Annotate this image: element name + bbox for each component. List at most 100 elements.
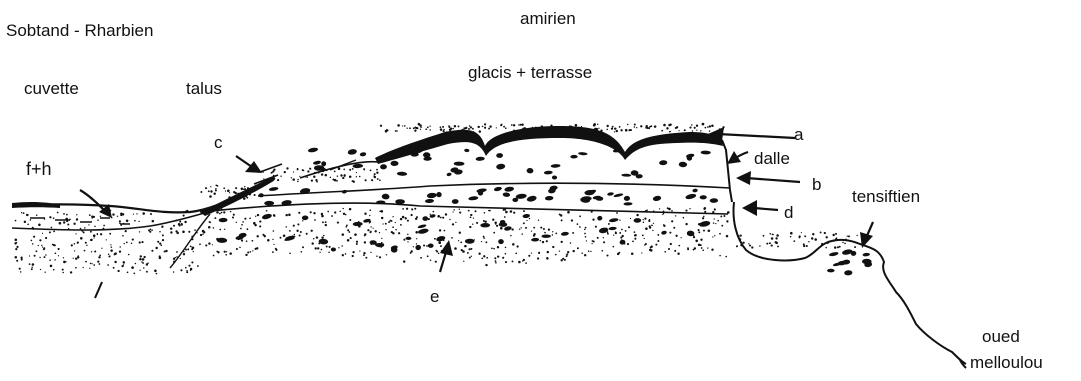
stipple-dot [223, 211, 225, 213]
stipple-dot [475, 210, 477, 212]
stipple-dot [227, 190, 230, 193]
stipple-dot [385, 223, 387, 225]
stipple-dot [799, 236, 801, 238]
stipple-dot [50, 265, 53, 268]
pebble [347, 148, 357, 155]
stipple-dot [313, 175, 315, 177]
stipple-dot [586, 240, 587, 241]
stipple-dot [35, 250, 37, 252]
stipple-dot [123, 264, 124, 265]
stipple-dot [19, 268, 21, 270]
stipple-dot [479, 130, 481, 132]
pebble [503, 192, 511, 197]
stipple-dot [205, 187, 207, 189]
stipple-dot [347, 229, 349, 231]
stipple-dot [427, 255, 429, 257]
stipple-dot [709, 125, 711, 127]
stipple-dot [213, 255, 215, 257]
stipple-dot [299, 234, 301, 236]
stipple-dot [86, 245, 87, 246]
stipple-dot [572, 232, 574, 234]
stipple-dot [63, 261, 66, 264]
stipple-dot [406, 208, 408, 210]
stipple-dot [481, 241, 482, 242]
stipple-dot [321, 249, 323, 251]
stipple-dot [451, 237, 453, 239]
stipple-dot [707, 126, 709, 128]
stipple-dot [390, 220, 392, 222]
stipple-dot [155, 247, 157, 249]
stipple-dot [128, 254, 130, 256]
stipple-dot [289, 230, 291, 232]
stipple-dot [66, 214, 68, 216]
stipple-dot [484, 123, 486, 125]
stipple-dot [715, 223, 716, 224]
stipple-dot [640, 125, 642, 127]
stipple-dot [83, 267, 84, 268]
stipple-dot [369, 231, 371, 233]
label-dalle: dalle [754, 150, 790, 167]
stipple-dot [407, 241, 408, 242]
stipple-dot [403, 239, 405, 241]
stipple-dot [567, 211, 570, 214]
label-talus: talus [186, 80, 222, 97]
stipple-dot [31, 240, 33, 242]
stipple-dot [766, 243, 768, 245]
pebble [659, 160, 668, 165]
stipple-dot [65, 261, 66, 262]
stipple-dot [117, 270, 119, 272]
stipple-dot [183, 253, 185, 255]
stipple-dot [157, 241, 159, 243]
stipple-dot [630, 129, 632, 131]
pebble [425, 199, 434, 204]
stipple-dot [15, 248, 17, 250]
stipple-dot [403, 260, 405, 262]
stipple-dot [812, 233, 814, 235]
stipple-dot [468, 210, 470, 212]
stipple-dot [134, 220, 136, 222]
stipple-dot [717, 220, 719, 222]
stipple-dot [579, 226, 581, 228]
stipple-dot [608, 223, 610, 225]
stipple-dot [209, 195, 212, 198]
stipple-dot [370, 169, 372, 171]
stipple-dot [250, 251, 252, 253]
stipple-dot [294, 234, 296, 236]
stipple-dot [614, 131, 615, 132]
stipple-dot [246, 240, 248, 242]
stipple-dot [726, 220, 728, 222]
stipple-dot [232, 216, 234, 218]
stipple-dot [531, 252, 532, 253]
stipple-dot [343, 208, 344, 209]
stipple-dot [481, 258, 483, 260]
stipple-dot [225, 190, 226, 191]
pebble [331, 247, 336, 251]
stipple-dot [307, 170, 309, 172]
stipple-dot [598, 128, 599, 129]
stipple-dot [500, 124, 502, 126]
stipple-dot [420, 129, 421, 130]
layer-d-line [200, 203, 728, 214]
stipple-dot [523, 210, 525, 212]
stipple-dot [286, 167, 288, 169]
stipple-dot [286, 226, 288, 228]
pebble [661, 230, 667, 235]
stipple-dot [313, 238, 314, 239]
stipple-dot [42, 233, 43, 234]
stipple-dot [16, 246, 18, 248]
stipple-dot [38, 224, 41, 227]
stipple-dot [606, 254, 608, 256]
stipple-dot [464, 128, 466, 130]
stipple-dot [274, 216, 275, 217]
stipple-dot [340, 174, 342, 176]
stipple-dot [649, 226, 651, 228]
stipple-dot [216, 211, 219, 214]
stipple-dot [359, 250, 360, 251]
stipple-dot [538, 252, 540, 254]
stipple-dot [91, 251, 92, 252]
pebble [353, 222, 363, 227]
stipple-dot [139, 241, 141, 243]
stipple-dot [488, 210, 489, 211]
pebble [436, 235, 446, 242]
pebble [623, 202, 632, 206]
